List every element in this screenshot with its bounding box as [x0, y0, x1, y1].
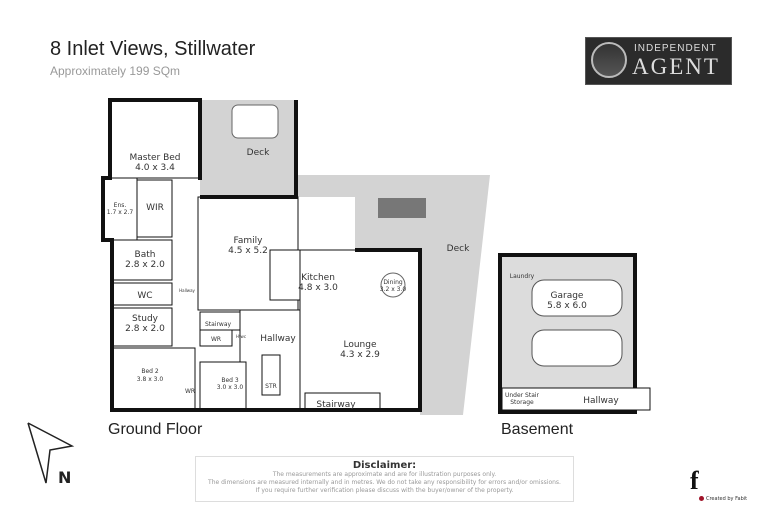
- deck-area: [200, 100, 490, 415]
- room-bed3: [199, 361, 247, 411]
- dining-table-icon: [380, 272, 406, 298]
- north-label: N: [58, 468, 71, 487]
- svg-text:Bed 33.0 x 3.0: Bed 33.0 x 3.0: [217, 377, 244, 391]
- property-address: 8 Inlet Views, Stillwater: [50, 38, 256, 60]
- room-dim: 4.8 x 3.0: [298, 283, 338, 293]
- room-basement-hallway: [501, 387, 651, 411]
- room-name: Laundry: [510, 273, 535, 280]
- room-name: Master Bed: [129, 153, 180, 163]
- room-name: Hallway: [179, 288, 195, 293]
- room-str: [261, 354, 281, 396]
- room-name: Stairway: [316, 400, 356, 410]
- room-name: WC: [137, 291, 152, 301]
- room-name: WR: [185, 388, 195, 395]
- room-name: Kitchen: [301, 273, 335, 283]
- fabit-logo: f: [690, 466, 699, 495]
- credit-text: Created by Fabit: [706, 496, 748, 502]
- room-name: Study: [132, 314, 159, 324]
- room-name: Lounge: [343, 340, 376, 350]
- room-name: Bed 3: [221, 377, 239, 384]
- room-dim: 4.3 x 2.9: [340, 350, 380, 360]
- room-dim: 2.8 x 2.0: [125, 324, 165, 334]
- svg-text:Ens.1.7 x 2.7: Ens.1.7 x 2.7: [107, 202, 134, 216]
- room-dim: 4.0 x 3.4: [135, 163, 175, 173]
- disclaimer-line: The measurements are approximate and are…: [272, 471, 497, 478]
- agency-logo: INDEPENDENT AGENT: [585, 37, 732, 85]
- basement-label: Basement: [501, 421, 574, 438]
- disclaimer-line: The dimensions are measured internally a…: [208, 479, 561, 486]
- fabit-dot-icon: [699, 496, 704, 501]
- room-bath: [111, 239, 173, 281]
- room-dim: 5.8 x 6.0: [547, 301, 587, 311]
- room-study: [111, 307, 173, 347]
- room-name: STR: [265, 383, 277, 390]
- room-dim: Storage: [510, 399, 534, 406]
- room-wir: [136, 179, 173, 238]
- stair-top: [199, 311, 241, 331]
- room-name: Bath: [135, 250, 156, 260]
- logo-line2: AGENT: [632, 54, 720, 79]
- room-name: Garage: [551, 291, 584, 301]
- room-name: Deck: [247, 148, 270, 158]
- room-name: Bed 2: [141, 368, 159, 375]
- room-dim: 4.5 x 5.2: [228, 246, 268, 256]
- disclaimer-heading: Disclaimer:: [352, 460, 417, 471]
- outdoor-table-icon: [378, 198, 426, 218]
- car-icon: [531, 279, 623, 317]
- logo-emblem-icon: [591, 42, 627, 78]
- svg-text:Bed 23.8 x 3.0: Bed 23.8 x 3.0: [137, 368, 164, 383]
- room-name: Dining: [383, 279, 403, 286]
- room-dim: 3.2 x 3.0: [380, 286, 407, 293]
- fabit-credit: f Created by Fabit: [690, 466, 747, 502]
- room-name: Htwc: [236, 334, 246, 339]
- room-name: WIR: [146, 203, 164, 213]
- jacuzzi-icon: [231, 104, 279, 139]
- room-name: Deck: [447, 244, 470, 254]
- car-icon: [531, 329, 623, 367]
- room-name: Hallway: [583, 396, 619, 406]
- north-arrow-icon: N: [27, 422, 75, 487]
- room-name: Family: [234, 236, 264, 246]
- room-name: Ens.: [114, 202, 127, 209]
- room-name: Hallway: [260, 334, 296, 344]
- disclaimer-line: If you require further verification plea…: [255, 487, 514, 494]
- room-name: Under Stair: [505, 392, 540, 399]
- ground-floor-label: Ground Floor: [108, 421, 203, 438]
- room-name: WR: [211, 336, 221, 343]
- logo-line1: INDEPENDENT: [634, 43, 717, 54]
- room-dim: 3.0 x 3.0: [217, 384, 244, 391]
- property-area: Approximately 199 SQm: [50, 64, 181, 78]
- room-dim: 3.8 x 3.0: [137, 376, 164, 383]
- room-dim: 2.8 x 2.0: [125, 260, 165, 270]
- room-master-bed: [109, 99, 201, 179]
- disclaimer-box: Disclaimer: The measurements are approxi…: [195, 456, 574, 502]
- room-name: Stairway: [205, 321, 232, 328]
- room-dim: 1.7 x 2.7: [107, 209, 134, 216]
